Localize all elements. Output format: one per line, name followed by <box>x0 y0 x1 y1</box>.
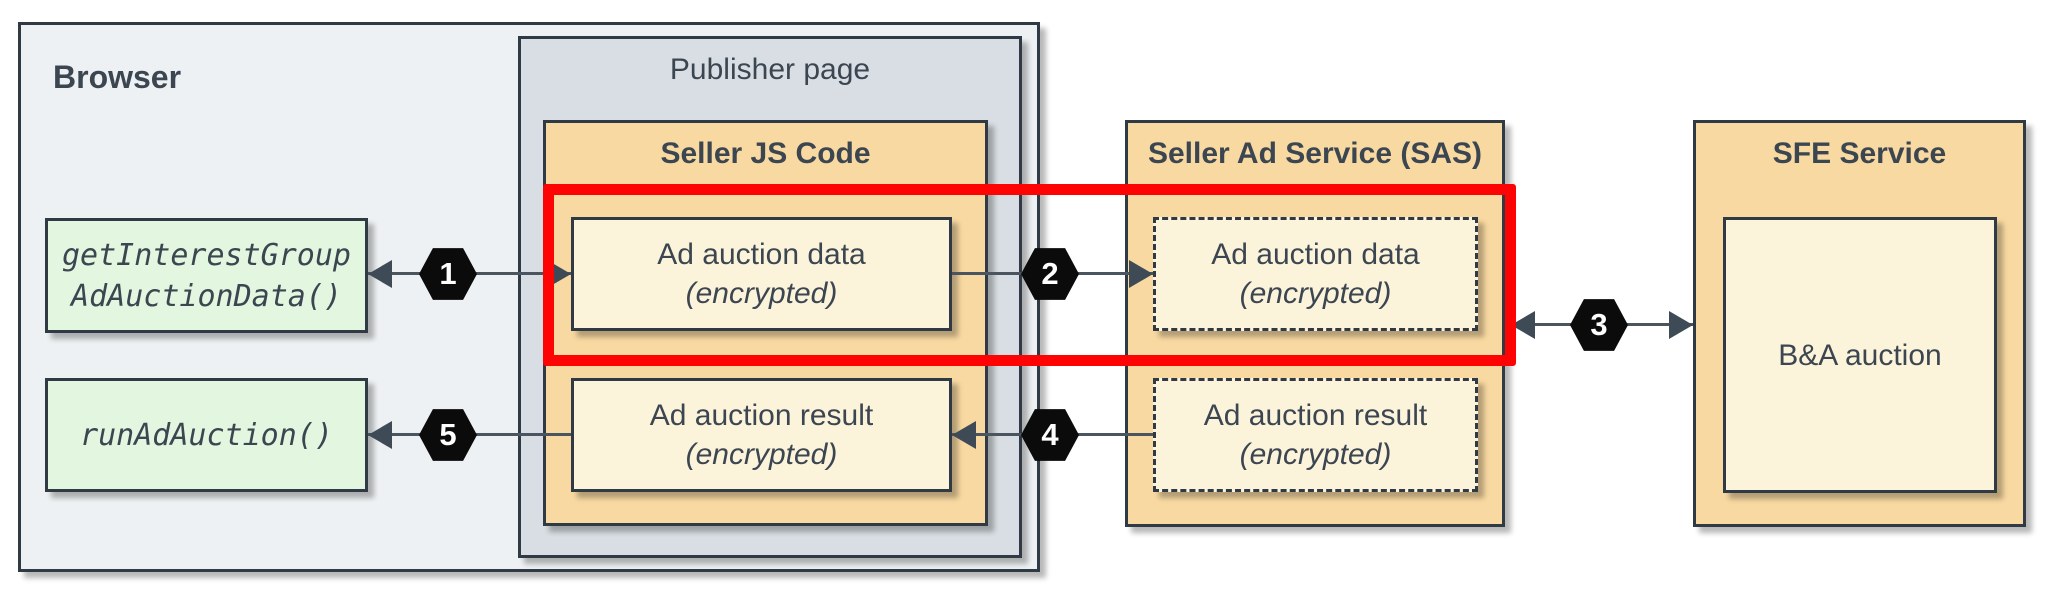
seller-js-code-title: Seller JS Code <box>660 137 871 170</box>
arrow-4-left-head-icon <box>952 421 976 449</box>
payload-encrypted-label: (encrypted) <box>685 277 838 310</box>
seller-js-ad-auction-result-box: Ad auction result (encrypted) <box>571 378 952 492</box>
api-call-line-2: AdAuctionData() <box>71 278 342 314</box>
payload-encrypted-label: (encrypted) <box>1239 438 1392 471</box>
ba-auction-label: B&A auction <box>1778 338 1942 372</box>
arrow-1-left-head-icon <box>368 260 392 288</box>
browser-title: Browser <box>53 59 182 95</box>
sas-ad-auction-data-box: Ad auction data (encrypted) <box>1153 217 1478 331</box>
payload-encrypted-label: (encrypted) <box>1239 277 1392 310</box>
highlight-red-rectangle <box>543 184 1516 366</box>
publisher-page-title: Publisher page <box>669 53 871 86</box>
payload-encrypted-label: (encrypted) <box>685 438 838 471</box>
run-ad-auction-box: runAdAuction() <box>45 378 368 492</box>
api-call-line-1: getInterestGroup <box>62 237 351 273</box>
seller-ad-service-title: Seller Ad Service (SAS) <box>1147 137 1483 170</box>
step-badge-2: 2 <box>1021 248 1079 300</box>
step-badge-4: 4 <box>1021 409 1079 461</box>
api-call-line-1: runAdAuction() <box>80 417 333 453</box>
sfe-service-title: SFE Service <box>1772 137 1947 170</box>
payload-label: Ad auction result <box>1203 399 1428 432</box>
step-badge-5: 5 <box>419 409 477 461</box>
get-interest-group-ad-auction-data-box: getInterestGroup AdAuctionData() <box>45 218 368 333</box>
step-badge-3: 3 <box>1570 299 1628 351</box>
payload-label: Ad auction result <box>649 399 874 432</box>
step-badge-1: 1 <box>419 248 477 300</box>
arrow-3-right-head-icon <box>1669 311 1693 339</box>
payload-label: Ad auction data <box>657 238 866 271</box>
ba-auction-box: B&A auction <box>1723 217 1997 493</box>
sas-ad-auction-result-box: Ad auction result (encrypted) <box>1153 378 1478 492</box>
arrow-5-left-head-icon <box>368 421 392 449</box>
seller-js-ad-auction-data-box: Ad auction data (encrypted) <box>571 217 952 331</box>
payload-label: Ad auction data <box>1211 238 1420 271</box>
arrow-2-right-head-icon <box>1129 260 1153 288</box>
